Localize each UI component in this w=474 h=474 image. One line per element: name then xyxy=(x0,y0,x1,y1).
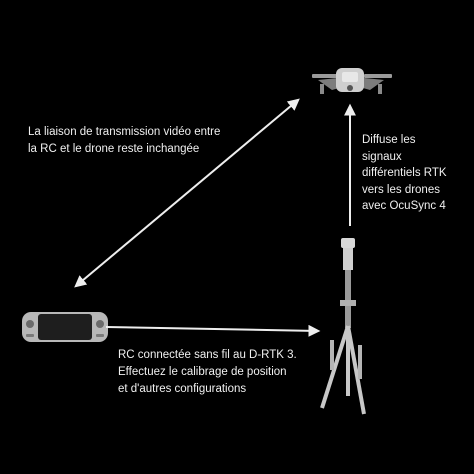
label-line: RC connectée sans fil au D-RTK 3. xyxy=(118,349,297,361)
label-rtk-broadcast: Diffuse les signaux différentiels RTK ve… xyxy=(362,132,447,215)
label-rc-connection: RC connectée sans fil au D-RTK 3. Effect… xyxy=(118,347,297,398)
label-video-link: La liaison de transmission vidéo entre l… xyxy=(28,124,220,158)
link-arrow xyxy=(74,98,300,288)
rc-arrow xyxy=(105,324,321,337)
label-line: Effectuez le calibrage de position xyxy=(118,366,287,378)
remote-controller-icon xyxy=(22,312,108,342)
label-line: vers les drones xyxy=(362,183,440,196)
label-line: et d'autres configurations xyxy=(118,383,247,395)
label-line: avec OcuSync 4 xyxy=(362,200,446,213)
drone-icon xyxy=(312,68,392,94)
label-line: Diffuse les xyxy=(362,134,416,146)
rtk-base-station-icon xyxy=(320,238,366,415)
label-line: signaux xyxy=(362,150,402,163)
label-line: La liaison de transmission vidéo entre xyxy=(28,126,221,138)
label-line: la RC et le drone reste inchangée xyxy=(28,143,200,155)
label-line: différentiels RTK xyxy=(362,167,447,180)
